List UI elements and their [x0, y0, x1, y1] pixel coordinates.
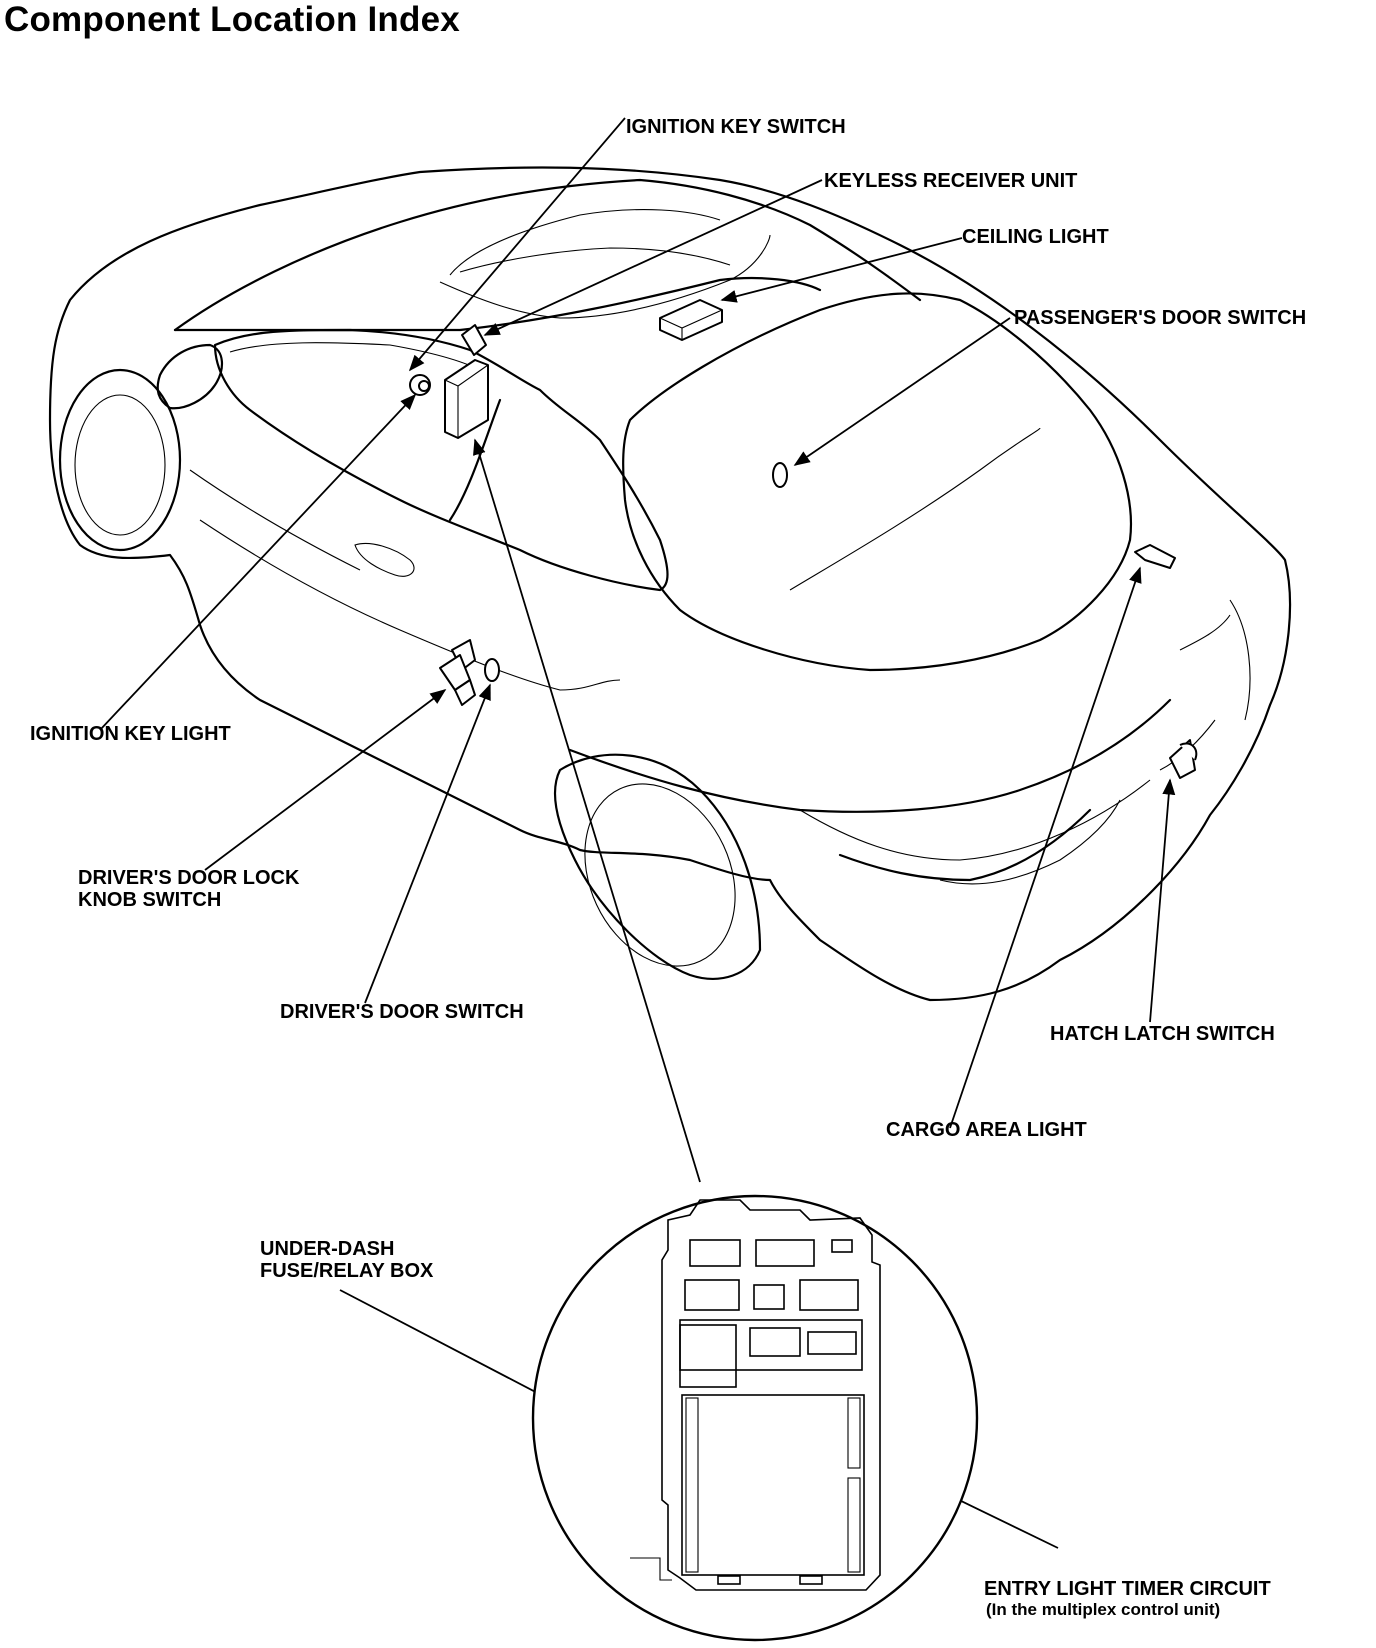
ignition-key-switch-marker	[409, 374, 431, 396]
ceiling-light-label: CEILING LIGHT	[962, 226, 1109, 248]
ignition-key-switch-label: IGNITION KEY SWITCH	[626, 116, 846, 138]
ignition-key-light-label: IGNITION KEY LIGHT	[30, 723, 231, 745]
keyless-receiver-unit-marker	[461, 324, 487, 356]
labels: IGNITION KEY SWITCH KEYLESS RECEIVER UNI…	[30, 116, 1306, 1619]
ceiling-light-marker	[659, 299, 723, 341]
car-illustration	[48, 166, 1292, 1002]
multiplex-control-unit-marker	[444, 359, 489, 439]
drivers-door-lock-knob-switch-label-line2: KNOB SWITCH	[78, 889, 221, 911]
leader-lines	[99, 117, 1176, 1549]
passengers-door-switch-label: PASSENGER'S DOOR SWITCH	[1014, 307, 1306, 329]
hatch-latch-switch-label: HATCH LATCH SWITCH	[1050, 1023, 1275, 1045]
entry-light-timer-circuit-label-line2: (In the multiplex control unit)	[986, 1600, 1220, 1619]
fuse-relay-box-inset	[531, 1194, 979, 1642]
entry-light-timer-circuit-label-line1: ENTRY LIGHT TIMER CIRCUIT	[984, 1578, 1271, 1600]
drivers-door-lock-knob-switch-marker	[439, 654, 476, 706]
drivers-door-switch-marker	[484, 658, 500, 682]
passengers-door-switch-marker	[772, 462, 788, 488]
keyless-receiver-unit-label: KEYLESS RECEIVER UNIT	[824, 170, 1077, 192]
under-dash-fuse-relay-box-label-line1: UNDER-DASH	[260, 1238, 394, 1260]
cargo-area-light-marker	[1134, 544, 1176, 569]
hatch-latch-switch-marker	[1169, 739, 1198, 779]
under-dash-fuse-relay-box-label-line2: FUSE/RELAY BOX	[260, 1260, 434, 1282]
drivers-door-lock-knob-switch-label-line1: DRIVER'S DOOR LOCK	[78, 867, 300, 889]
drivers-door-switch-label: DRIVER'S DOOR SWITCH	[280, 1001, 524, 1023]
cargo-area-light-label: CARGO AREA LIGHT	[886, 1119, 1087, 1141]
page-title: Component Location Index	[4, 0, 460, 39]
